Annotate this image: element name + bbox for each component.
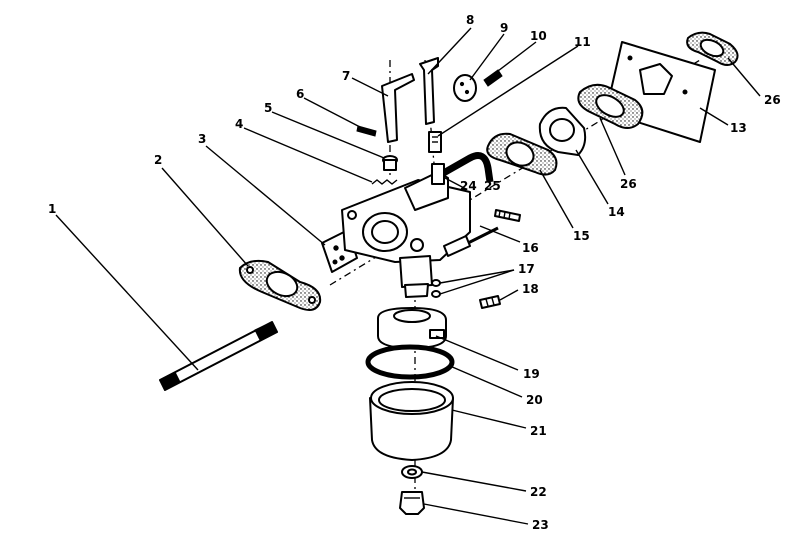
part-26-gasket-upper: [686, 31, 739, 66]
callout-4: 4: [235, 117, 243, 131]
part-17-orings: [431, 279, 441, 298]
screw-idle: [494, 209, 521, 222]
part-5-fitting: [382, 155, 398, 171]
callout-26-right: 26: [764, 93, 781, 107]
part-18-screw: [479, 295, 501, 309]
part-19-float: [377, 307, 447, 349]
leader-lines: [55, 27, 761, 525]
callout-20: 20: [526, 393, 543, 407]
callout-24: 24: [460, 179, 477, 193]
callout-6: 6: [296, 87, 304, 101]
callout-25: 25: [484, 179, 501, 193]
part-26-gasket-middle: [577, 83, 644, 129]
part-1-stud: [159, 321, 278, 391]
part-23-bowl-nut: [399, 491, 425, 515]
callout-2: 2: [154, 153, 162, 167]
callout-23: 23: [532, 518, 549, 532]
part-21-float-bowl: [369, 381, 454, 461]
part-20-gasket-ring: [365, 344, 455, 380]
part-2-gasket: [238, 259, 322, 311]
callout-8: 8: [466, 13, 474, 27]
callout-16: 16: [522, 241, 539, 255]
callout-9: 9: [500, 21, 508, 35]
part-6-screw: [356, 125, 377, 137]
callout-15: 15: [573, 229, 590, 243]
callout-14: 14: [608, 205, 625, 219]
part-10-screw: [483, 69, 503, 87]
callout-3: 3: [198, 132, 206, 146]
callout-10: 10: [530, 29, 547, 43]
callout-26-middle: 26: [620, 177, 637, 191]
part-14-spacer: [538, 106, 587, 156]
part-4-spring: [371, 179, 398, 185]
part-8-shaft: [419, 57, 439, 125]
callout-21: 21: [530, 424, 547, 438]
carburetor-body: [341, 171, 471, 298]
callout-labels: 1 2 3 4 5 6 7 8 9 10 11 13 14 15 16 17 1…: [48, 13, 781, 532]
callout-1: 1: [48, 202, 56, 216]
callout-5: 5: [264, 101, 272, 115]
callout-19: 19: [523, 367, 540, 381]
callout-7: 7: [342, 69, 350, 83]
part-22-washer: [401, 465, 423, 479]
callout-11: 11: [574, 35, 591, 49]
part-15-gasket: [486, 132, 558, 176]
callout-17: 17: [518, 262, 535, 276]
part-9-disc: [453, 74, 477, 102]
part-24-25-fuel-line: [431, 152, 494, 185]
part-11-needle: [428, 131, 442, 153]
part-7-lever: [381, 73, 415, 143]
callout-22: 22: [530, 485, 547, 499]
callout-18: 18: [522, 282, 539, 296]
callout-13: 13: [730, 121, 747, 135]
